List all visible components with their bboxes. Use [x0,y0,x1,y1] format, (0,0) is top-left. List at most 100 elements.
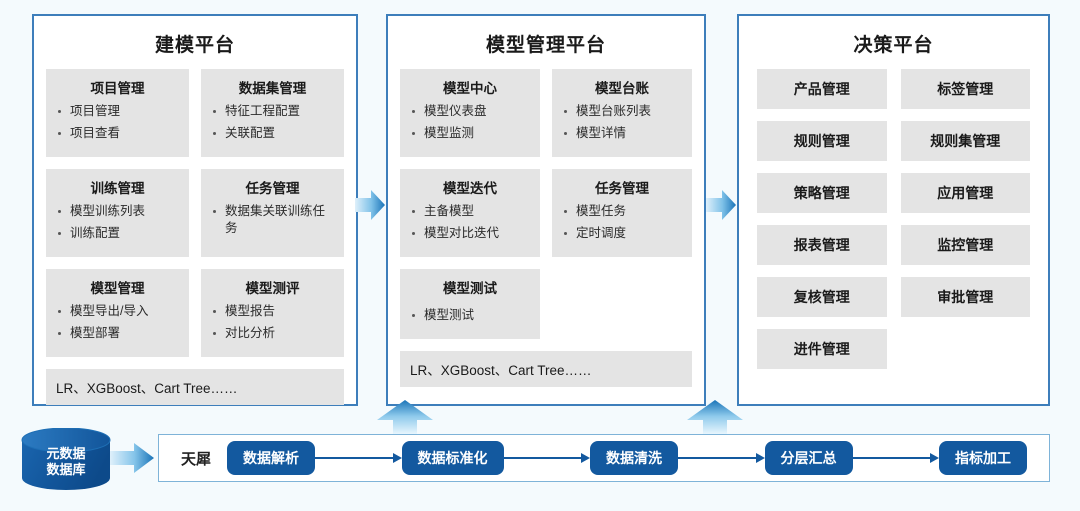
card-row: 项目管理 项目管理 项目查看 数据集管理 特征工程配置 关联配置 [46,69,344,157]
pipeline-step-data-standardize[interactable]: 数据标准化 [401,441,504,475]
card-row: 模型管理 模型导出/导入 模型部署 模型测评 模型报告 对比分析 [46,269,344,357]
tile-placeholder [901,329,1031,369]
card-item-list: 特征工程配置 关联配置 [211,103,334,142]
card-item-list: 模型导出/导入 模型部署 [56,303,179,342]
card-task-management[interactable]: 任务管理 数据集关联训练任务 [201,169,344,257]
panel-title-decision: 决策平台 [853,35,934,56]
algorithm-strip-model-management: LR、XGBoost、Cart Tree…… [400,351,692,387]
panel-decision-platform[interactable]: 决策平台 产品管理 标签管理 规则管理 规则集管理 策略管理 应用管理 报表管理… [737,14,1050,406]
card-title: 模型迭代 [443,181,497,196]
list-item[interactable]: 项目查看 [56,125,179,142]
card-item-list: 模型训练列表 训练配置 [56,203,179,242]
arrow-right-icon [110,442,154,474]
card-title: 任务管理 [245,181,300,196]
pipeline-connector-arrow-icon [315,453,402,463]
card-project-management[interactable]: 项目管理 项目管理 项目查看 [46,69,189,157]
card-task-management-2[interactable]: 任务管理 模型任务 定时调度 [552,169,692,257]
arrow-up-icon [687,400,743,436]
tile-review-management[interactable]: 复核管理 [757,277,887,317]
list-item[interactable]: 模型导出/导入 [56,303,179,320]
card-title: 项目管理 [90,81,145,96]
panel-body-modeling: 项目管理 项目管理 项目查看 数据集管理 特征工程配置 关联配置 训练管理 [34,69,356,415]
card-item-list: 主备模型 模型对比迭代 [410,203,530,242]
card-model-iteration[interactable]: 模型迭代 主备模型 模型对比迭代 [400,169,540,257]
card-dataset-management[interactable]: 数据集管理 特征工程配置 关联配置 [201,69,344,157]
tile-row: 策略管理 应用管理 [757,173,1030,213]
card-title: 数据集管理 [238,81,307,96]
list-item[interactable]: 数据集关联训练任务 [211,203,334,237]
list-item[interactable]: 项目管理 [56,103,179,120]
tile-report-management[interactable]: 报表管理 [757,225,887,265]
tile-application-management[interactable]: 应用管理 [900,173,1030,213]
list-item[interactable]: 模型任务 [562,203,682,220]
arrow-right-icon [706,188,736,222]
tile-row: 规则管理 规则集管理 [757,121,1030,161]
list-item[interactable]: 对比分析 [211,325,334,342]
list-item[interactable]: 关联配置 [211,125,334,142]
card-title: 模型测试 [443,281,497,296]
list-item[interactable]: 特征工程配置 [211,103,334,120]
tile-row: 进件管理 [757,329,1030,369]
data-pipeline-bar: 天犀 数据解析 数据标准化 数据清洗 分层汇总 指标加工 [158,434,1050,482]
tile-rule-management[interactable]: 规则管理 [757,121,887,161]
card-item-list: 模型任务 定时调度 [562,203,682,242]
list-item[interactable]: 定时调度 [562,225,682,242]
card-item-list: 模型台账列表 模型详情 [562,103,682,142]
list-item[interactable]: 模型部署 [56,325,179,342]
list-item[interactable]: 模型仪表盘 [410,103,530,120]
tile-row: 复核管理 审批管理 [757,277,1030,317]
tile-monitor-management[interactable]: 监控管理 [900,225,1030,265]
panel-title-model-management: 模型管理平台 [485,35,606,56]
list-item[interactable]: 模型对比迭代 [410,225,530,242]
card-title: 模型中心 [443,81,497,96]
list-item[interactable]: 模型台账列表 [562,103,682,120]
list-item[interactable]: 模型监测 [410,125,530,142]
card-title: 模型管理 [90,281,145,296]
list-item[interactable]: 模型测试 [410,307,530,324]
card-model-center[interactable]: 模型中心 模型仪表盘 模型监测 [400,69,540,157]
card-model-ledger[interactable]: 模型台账 模型台账列表 模型详情 [552,69,692,157]
tile-row: 产品管理 标签管理 [757,69,1030,109]
pipeline-step-layered-aggregate[interactable]: 分层汇总 [764,441,853,475]
tile-product-management[interactable]: 产品管理 [757,69,887,109]
card-model-test[interactable]: 模型测试 模型测试 [400,269,540,339]
card-title: 模型测评 [245,281,300,296]
list-item[interactable]: 模型训练列表 [56,203,179,220]
card-model-management[interactable]: 模型管理 模型导出/导入 模型部署 [46,269,189,357]
pipeline-step-data-parse[interactable]: 数据解析 [227,441,316,475]
card-row: 训练管理 模型训练列表 训练配置 任务管理 数据集关联训练任务 [46,169,344,257]
pipeline-connector-arrow-icon [678,453,765,463]
algorithm-strip-modeling: LR、XGBoost、Cart Tree…… [46,369,344,405]
tile-ruleset-management[interactable]: 规则集管理 [900,121,1030,161]
panel-model-management-platform[interactable]: 模型管理平台 模型中心 模型仪表盘 模型监测 模型台账 模型台账列表 模型详情 [386,14,706,406]
card-item-list: 模型仪表盘 模型监测 [410,103,530,142]
tile-label-management[interactable]: 标签管理 [900,69,1030,109]
card-row: 模型测试 模型测试 [400,269,692,339]
tile-row: 报表管理 监控管理 [757,225,1030,265]
list-item[interactable]: 主备模型 [410,203,530,220]
tile-intake-management[interactable]: 进件管理 [757,329,887,369]
database-cylinder-icon: 元数据 数据库 [20,428,112,490]
pipeline-step-metric-processing[interactable]: 指标加工 [939,441,1028,475]
panel-body-decision: 产品管理 标签管理 规则管理 规则集管理 策略管理 应用管理 报表管理 监控管理… [739,69,1048,391]
card-item-list: 数据集关联训练任务 [211,203,334,237]
pipeline-step-data-clean[interactable]: 数据清洗 [590,441,679,475]
pipeline-brand-label: 天犀 [181,450,212,468]
card-title: 任务管理 [595,181,649,196]
tile-approval-management[interactable]: 审批管理 [900,277,1030,317]
pipeline-connector-arrow-icon [852,453,940,463]
card-placeholder [552,269,692,339]
card-row: 模型中心 模型仪表盘 模型监测 模型台账 模型台账列表 模型详情 [400,69,692,157]
card-training-management[interactable]: 训练管理 模型训练列表 训练配置 [46,169,189,257]
card-item-list: 模型测试 [410,307,530,324]
card-model-evaluation[interactable]: 模型测评 模型报告 对比分析 [201,269,344,357]
list-item[interactable]: 模型详情 [562,125,682,142]
pipeline-connector-arrow-icon [503,453,591,463]
panel-modeling-platform[interactable]: 建模平台 项目管理 项目管理 项目查看 数据集管理 特征工程配置 关联配置 [32,14,358,406]
card-title: 训练管理 [90,181,145,196]
list-item[interactable]: 模型报告 [211,303,334,320]
list-item[interactable]: 训练配置 [56,225,179,242]
arrow-up-icon [377,400,433,436]
tile-strategy-management[interactable]: 策略管理 [757,173,887,213]
